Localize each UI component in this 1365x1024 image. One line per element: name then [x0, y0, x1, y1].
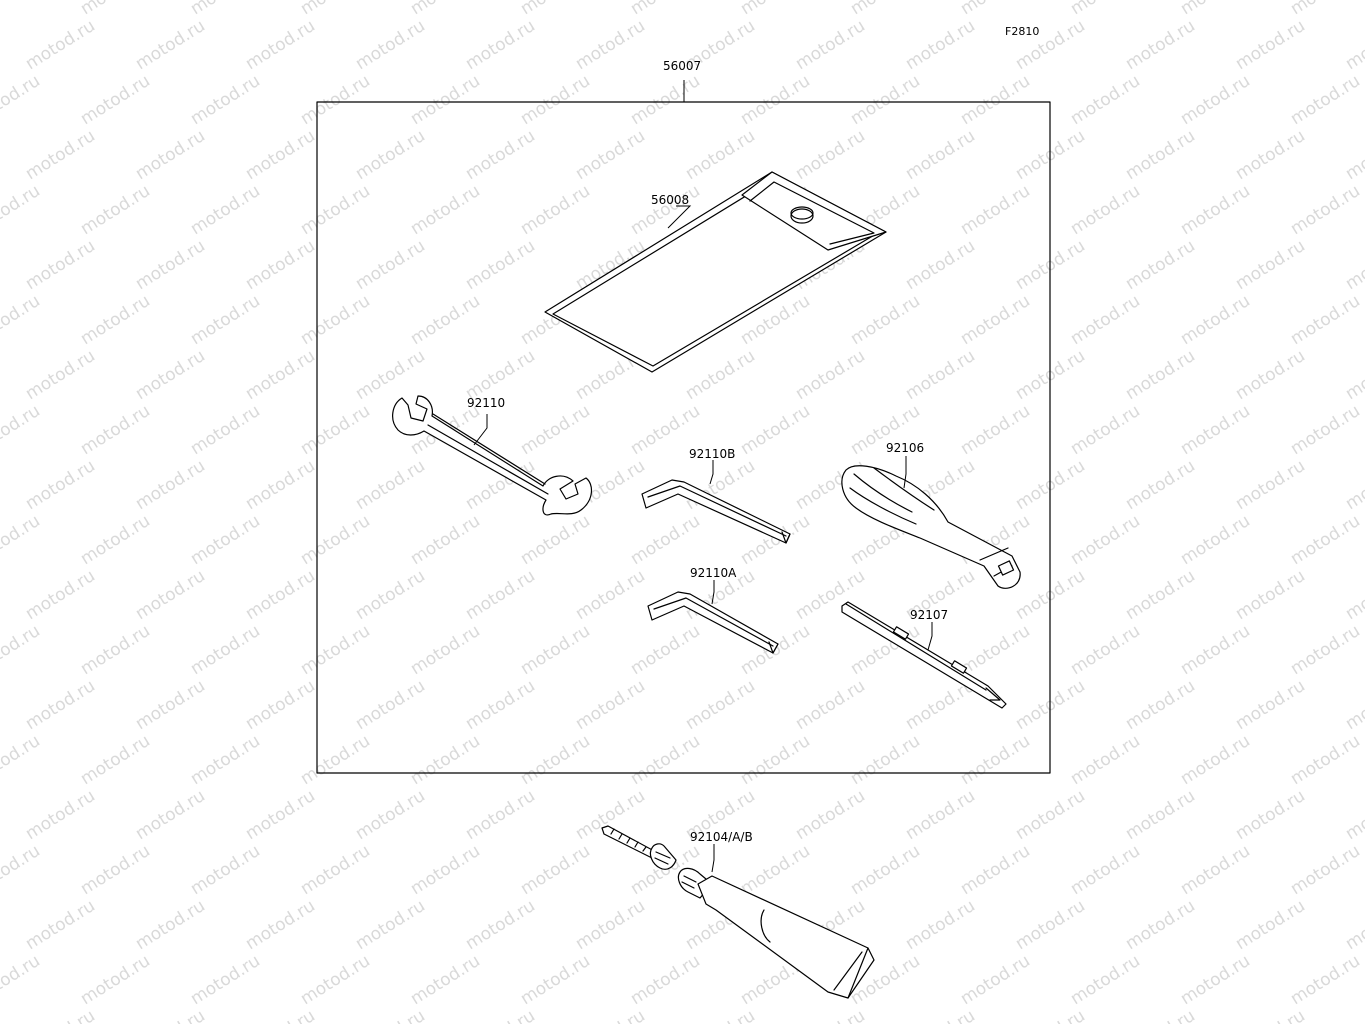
screwdriver-bit-icon[interactable]	[841, 601, 1007, 709]
wrench-leader	[473, 414, 488, 446]
callout-hex-key-b[interactable]: 92110B	[689, 447, 736, 461]
hex-key-a-leader	[711, 580, 715, 605]
grease-tube-leader	[711, 844, 715, 873]
screwdriver-bit-leader	[927, 622, 933, 651]
callout-hex-key-a[interactable]: 92110A	[690, 566, 737, 580]
hex-key-b-icon[interactable]	[641, 479, 791, 544]
grease-tube-icon[interactable]	[601, 825, 875, 999]
callout-wrench[interactable]: 92110	[467, 396, 506, 410]
open-end-wrench-icon[interactable]	[392, 395, 592, 516]
tool-bag-leader	[667, 205, 692, 229]
hex-key-b-leader	[709, 460, 714, 485]
figure-code: F2810	[1005, 25, 1040, 38]
callout-screwdriver-handle[interactable]: 92106	[886, 441, 925, 455]
callout-grease-tube[interactable]: 92104/A/B	[690, 830, 753, 844]
callout-tool-bag[interactable]: 56008	[651, 193, 690, 207]
callout-screwdriver-bit[interactable]: 92107	[910, 608, 949, 622]
tool-bag-icon[interactable]	[544, 171, 887, 373]
hex-key-a-icon[interactable]	[647, 591, 779, 654]
screwdriver-handle-leader	[903, 456, 907, 489]
screwdriver-handle-icon[interactable]	[841, 465, 1021, 589]
callout-tool-kit[interactable]: 56007	[663, 59, 702, 73]
